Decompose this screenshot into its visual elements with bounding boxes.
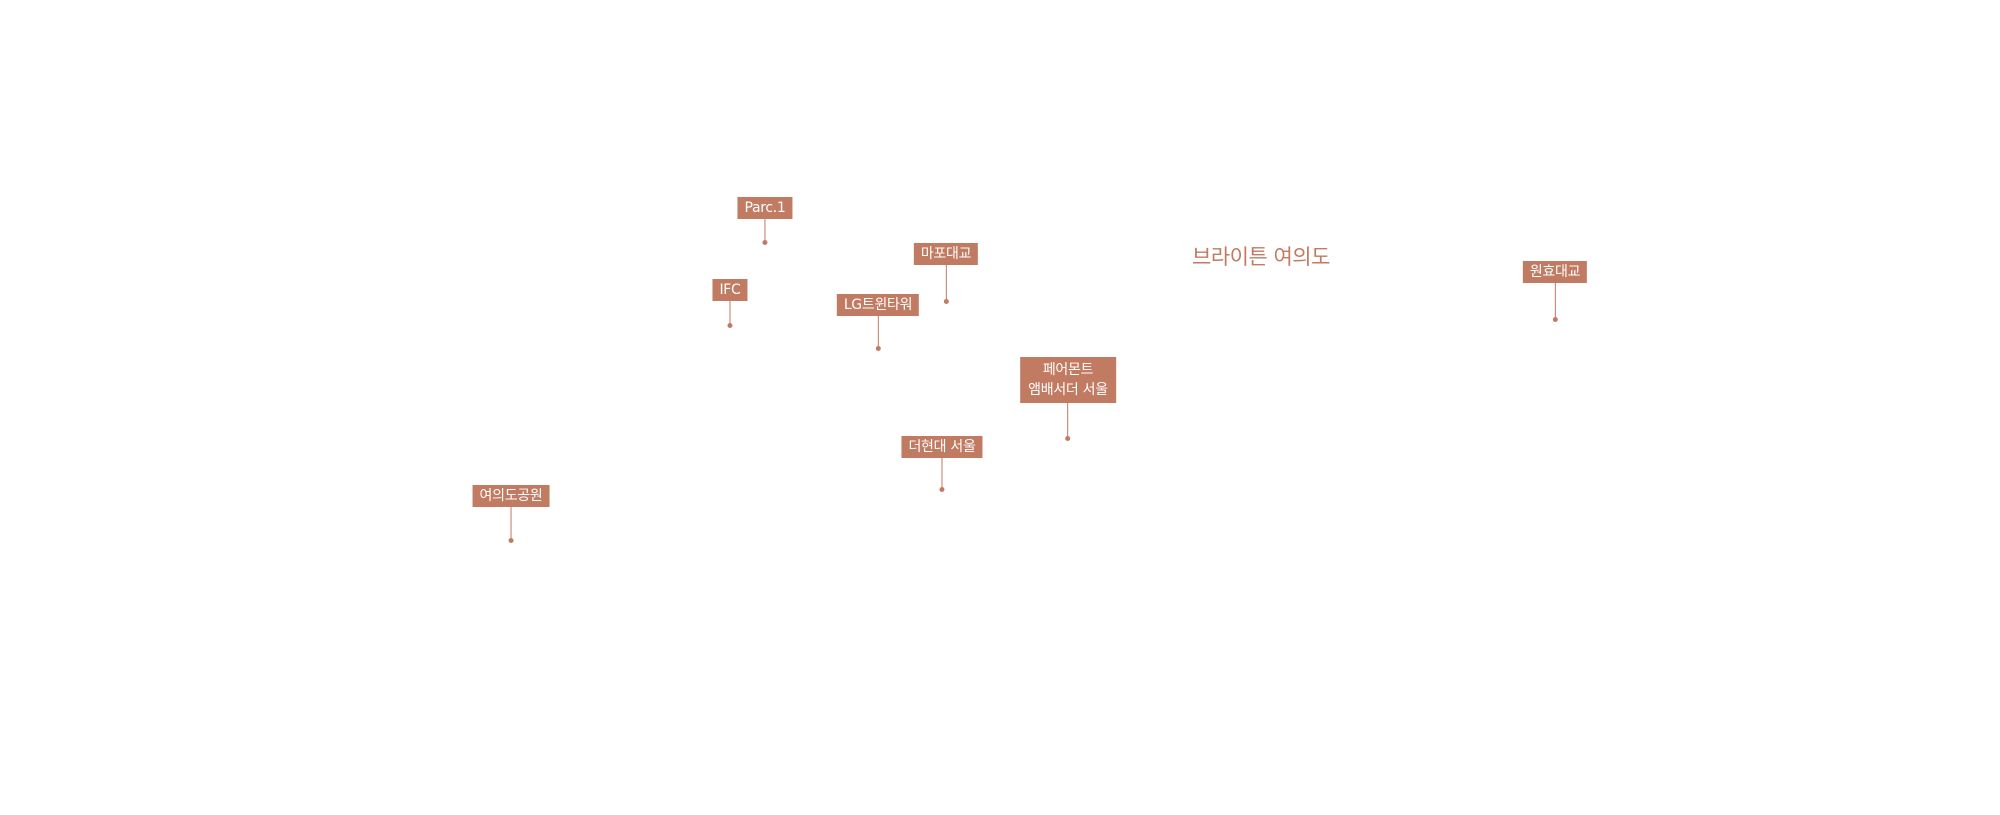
- marker-dot-icon: [1065, 436, 1071, 441]
- marker-dot-icon: [939, 487, 945, 492]
- marker-fairmont-ambassador[interactable]: 페어몬트 앰배서더 서울: [1020, 357, 1116, 441]
- marker-yeouido-park[interactable]: 여의도공원: [472, 485, 550, 543]
- marker-label: 여의도공원: [472, 485, 550, 507]
- marker-dot-icon: [943, 299, 949, 304]
- marker-label: 페어몬트 앰배서더 서울: [1020, 357, 1116, 403]
- marker-line: [510, 507, 512, 539]
- marker-label: Parc.1: [737, 197, 793, 219]
- marker-dot-icon: [1552, 317, 1558, 322]
- marker-label: LG트윈타워: [836, 294, 920, 316]
- marker-label: 더현대 서울: [901, 436, 983, 458]
- marker-line: [945, 265, 947, 300]
- marker-dot-icon: [508, 538, 514, 543]
- marker-line: [764, 219, 766, 241]
- marker-label: 마포대교: [913, 243, 979, 265]
- marker-line: [941, 458, 943, 488]
- marker-label: 원효대교: [1522, 261, 1588, 283]
- marker-dot-icon: [762, 240, 768, 245]
- marker-wonhyo-bridge[interactable]: 원효대교: [1522, 261, 1588, 322]
- marker-the-hyundai[interactable]: 더현대 서울: [901, 436, 983, 492]
- marker-lg-twin-tower[interactable]: LG트윈타워: [836, 294, 920, 351]
- marker-label-line1: 페어몬트: [1042, 362, 1094, 378]
- marker-line: [877, 316, 879, 347]
- marker-line: [1554, 283, 1556, 318]
- marker-dot-icon: [875, 346, 881, 351]
- marker-mapo-bridge[interactable]: 마포대교: [913, 243, 979, 304]
- marker-ifc[interactable]: IFC: [712, 279, 748, 328]
- marker-line: [1067, 403, 1069, 437]
- marker-parc1[interactable]: Parc.1: [737, 197, 793, 245]
- main-location-label: 브라이튼 여의도: [1192, 245, 1330, 269]
- marker-label-line2: 앰배서더 서울: [1028, 382, 1108, 398]
- marker-dot-icon: [727, 323, 733, 328]
- marker-line: [729, 301, 731, 324]
- marker-label: IFC: [712, 279, 748, 301]
